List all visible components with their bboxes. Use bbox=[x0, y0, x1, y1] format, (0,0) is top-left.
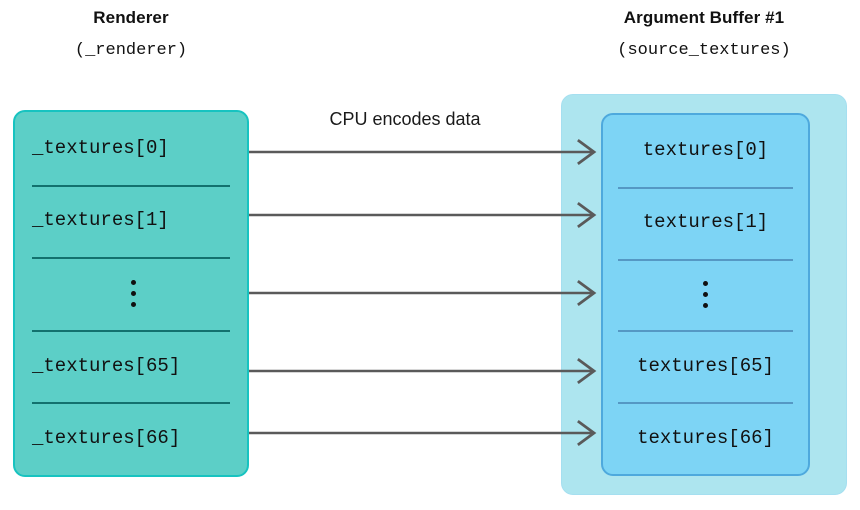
argument-buffer-slot-label: textures[0] bbox=[642, 139, 769, 162]
argument-buffer-inner-box: textures[0] textures[1] textures[65] tex… bbox=[601, 113, 810, 476]
argument-buffer-slot: textures[1] bbox=[603, 186, 808, 259]
renderer-slot-label: _textures[66] bbox=[32, 427, 181, 450]
vertical-ellipsis-icon bbox=[32, 274, 234, 313]
argument-buffer-title: Argument Buffer #1 bbox=[623, 8, 785, 27]
argument-buffer-subtitle: (source_textures) bbox=[617, 41, 791, 60]
argument-buffer-slot: textures[66] bbox=[603, 402, 808, 474]
renderer-slot-label: _textures[65] bbox=[32, 354, 181, 377]
renderer-slot-label: _textures[1] bbox=[32, 209, 169, 232]
renderer-slot-list: _textures[0] _textures[1] _textures[65] … bbox=[15, 112, 247, 475]
renderer-subtitle: (_renderer) bbox=[74, 41, 188, 60]
renderer-slot: _textures[65] bbox=[15, 329, 247, 403]
argument-buffer-slot-list: textures[0] textures[1] textures[65] tex… bbox=[603, 115, 808, 474]
argument-buffer-slot: textures[65] bbox=[603, 330, 808, 402]
flow-label: CPU encodes data bbox=[329, 109, 481, 129]
argument-buffer-slot-label: textures[65] bbox=[637, 354, 774, 377]
renderer-slot: _textures[1] bbox=[15, 184, 247, 258]
argument-buffer-slot: textures[0] bbox=[603, 115, 808, 187]
renderer-slot: _textures[0] bbox=[15, 112, 247, 185]
renderer-slot: _textures[66] bbox=[15, 402, 247, 475]
argument-buffer-slot-label: textures[66] bbox=[637, 426, 774, 449]
argument-buffer-slot-label: textures[1] bbox=[642, 211, 769, 234]
vertical-ellipsis-icon bbox=[703, 275, 708, 314]
argument-buffer-slot-ellipsis bbox=[603, 258, 808, 331]
renderer-box: _textures[0] _textures[1] _textures[65] … bbox=[13, 110, 249, 477]
renderer-slot-label: _textures[0] bbox=[32, 136, 169, 159]
renderer-title: Renderer bbox=[93, 8, 169, 27]
renderer-slot-ellipsis bbox=[15, 257, 247, 330]
